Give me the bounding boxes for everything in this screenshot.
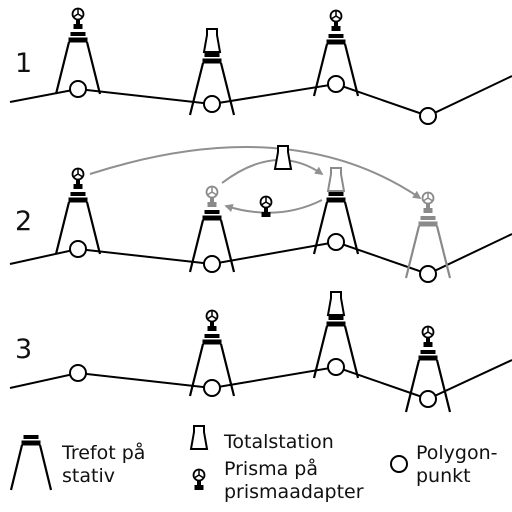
step-1: 1 <box>9 7 512 125</box>
setup-2a <box>54 167 102 258</box>
move-arrow-station-forward <box>221 158 324 184</box>
polygon-point-icon <box>327 358 345 376</box>
legend-point-label-1: Polygon- <box>416 442 498 464</box>
setup-1a <box>54 7 102 98</box>
polygon-point-icon <box>203 255 221 273</box>
polygon-point-icon <box>69 80 87 98</box>
traverse-line-1 <box>9 75 512 118</box>
step-3-number: 3 <box>15 334 32 365</box>
setup-3c <box>404 325 452 414</box>
total-station-icon <box>327 291 345 316</box>
step-3: 3 <box>9 291 512 414</box>
polygon-point-icon <box>327 233 345 251</box>
prism-icon <box>421 191 435 214</box>
legend-tripod: Trefot på stativ <box>9 435 145 491</box>
prism-icon <box>205 309 219 332</box>
setup-3b <box>312 291 360 380</box>
traverse-line-2 <box>9 233 512 276</box>
legend-station: Totalstation <box>190 425 334 453</box>
legend-tripod-label-1: Trefot på <box>61 441 145 464</box>
total-station-icon <box>190 425 208 450</box>
legend: Trefot på stativ Totalstation Prisma på … <box>9 425 498 503</box>
setup-2b <box>188 185 236 274</box>
prism-icon <box>71 167 85 190</box>
legend-point-label-2: punkt <box>416 465 471 487</box>
polygon-point-icon <box>203 379 221 397</box>
legend-station-label: Totalstation <box>223 431 334 453</box>
setup-3a <box>188 309 236 398</box>
legend-tripod-label-2: stativ <box>62 465 115 487</box>
legend-prism: Prisma på prismaadapter <box>192 457 364 503</box>
total-station-icon <box>327 167 345 192</box>
legend-prism-label-1: Prisma på <box>224 457 318 480</box>
total-station-icon <box>274 145 292 170</box>
total-station-icon <box>203 28 221 53</box>
setup-2c <box>312 167 360 256</box>
step-2-number: 2 <box>15 206 32 237</box>
legend-point: Polygon- punkt <box>390 442 498 487</box>
setup-1c <box>312 9 360 98</box>
legend-prism-label-2: prismaadapter <box>224 481 364 503</box>
polygon-point-icon <box>390 455 408 473</box>
polygon-point-icon <box>203 95 221 113</box>
move-arrow-prism-forward <box>89 146 422 199</box>
prism-icon <box>71 7 85 30</box>
polygon-point-icon <box>69 240 87 258</box>
polygon-point-icon <box>419 265 437 283</box>
tripod-icon <box>9 435 53 491</box>
prism-icon <box>421 325 435 348</box>
step-1-number: 1 <box>15 48 32 79</box>
prism-icon <box>205 185 219 208</box>
move-arrow-prism-back <box>224 199 323 214</box>
polygon-point-icon <box>419 390 437 408</box>
step-2: 2 <box>9 145 512 283</box>
setup-2d <box>404 191 452 283</box>
prism-icon <box>259 195 273 218</box>
prism-icon <box>192 468 206 491</box>
prism-icon <box>329 9 343 32</box>
setup-1b <box>188 28 236 117</box>
polygon-point-icon <box>327 75 345 93</box>
traverse-line-3 <box>9 359 512 401</box>
polygon-point-icon <box>69 364 87 382</box>
polygon-point-icon <box>419 107 437 125</box>
